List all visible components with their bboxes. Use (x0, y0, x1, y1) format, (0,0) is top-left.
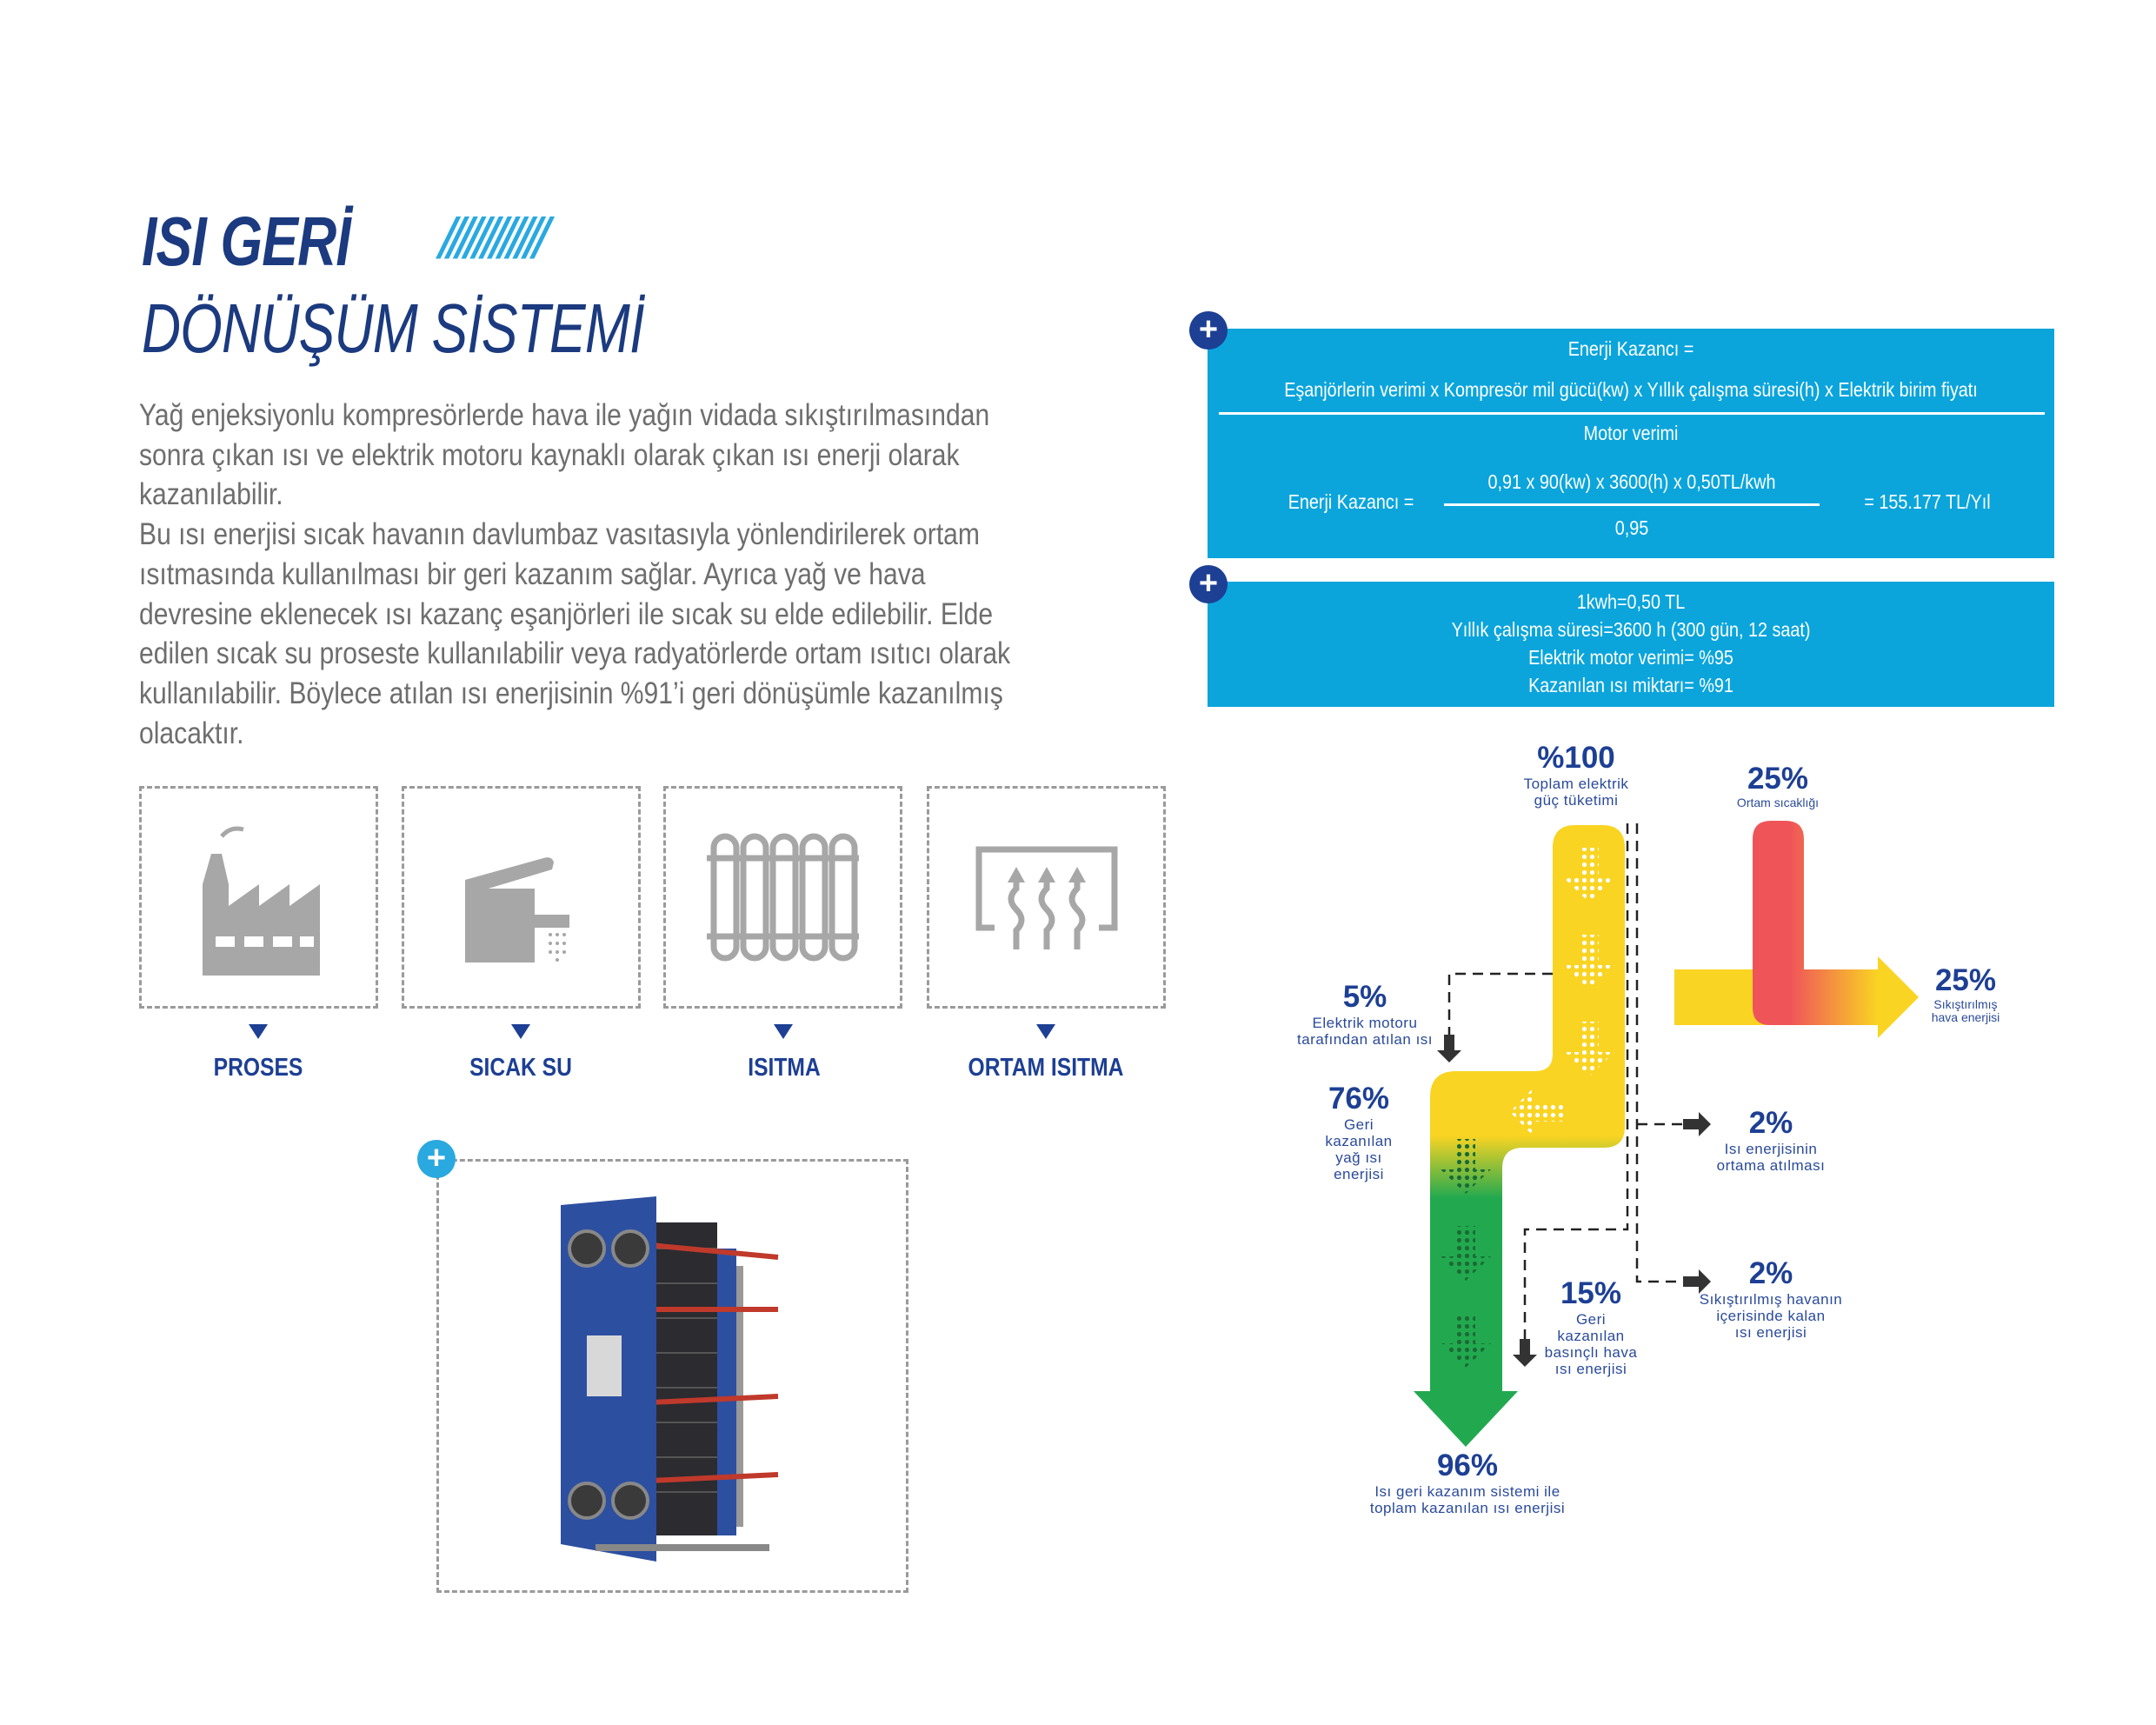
formula-denominator: Motor verimi (1583, 422, 1679, 444)
dotted-green-arrow-icon (1441, 1139, 1491, 1368)
label-line: Geri (1343, 1116, 1374, 1133)
small-dotted-arrow-icon (1437, 1035, 1711, 1367)
paragraph-line: kazanılabilir. (139, 477, 283, 512)
paragraph-line: devresine eklenecek ısı kazanç eşanjörle… (139, 596, 994, 631)
motor-loss-label: 5% Elektrik motoru tarafından atılan ısı (1297, 980, 1433, 1048)
label-sicak-su: SICAK SU (469, 1054, 572, 1082)
percent-value: 2% (1748, 1256, 1793, 1290)
application-proses (139, 786, 378, 1009)
label-line: Geri (1575, 1311, 1607, 1328)
assumption-line: Elektrik motor verimi= %95 (1528, 646, 1733, 669)
label-line: Elektrik motoru (1312, 1015, 1418, 1031)
application-sicak-su (402, 786, 641, 1009)
paragraph-line: sonra çıkan ısı ve elektrik motoru kayna… (139, 437, 960, 472)
formula-numerator: Eşanjörlerin verimi x Kompresör mil gücü… (1284, 378, 1978, 401)
label-isitma: ISITMA (748, 1054, 821, 1082)
dashed-flow-lines (1447, 823, 1683, 1339)
assumptions-box: 1kwh=0,50 TL Yıllık çalışma süresi=3600 … (1208, 582, 2054, 707)
radiator-icon (707, 833, 859, 962)
paragraph-line: Yağ enjeksiyonlu kompresörlerde hava ile… (139, 398, 990, 432)
label-line: enerjisi (1334, 1166, 1384, 1182)
label-line: içerisinde kalan (1716, 1308, 1826, 1324)
percent-value: 76% (1328, 1082, 1390, 1116)
description-paragraph: Yağ enjeksiyonlu kompresörlerde hava ile… (139, 396, 1152, 753)
residual-energy-label: 2% Sıkıştırılmış havanın içerisinde kala… (1700, 1256, 1843, 1341)
ambient-temperature-label: 25% Ortam sıcaklığı (1737, 762, 1819, 809)
total-consumption-label: %100 Toplam elektrik güç tüketimi (1524, 741, 1629, 809)
title-line-2: DÖNÜŞÜM SİSTEMİ (142, 290, 644, 367)
paragraph-line: edilen sıcak su proseste kullanılabilir … (139, 636, 1011, 671)
triangle-down-icon (774, 1024, 793, 1039)
main-flow-arrow (1414, 825, 1625, 1447)
calc-denominator: 0,95 (1614, 516, 1649, 539)
calc-result: = 155.177 TL/Yıl (1864, 490, 1991, 513)
heating-icon (975, 846, 1117, 949)
triangle-down-icon (1036, 1024, 1055, 1039)
triangle-down-icon (249, 1024, 268, 1039)
decorative-stripes: //////////// (439, 206, 549, 270)
percent-value: 96% (1436, 1449, 1499, 1482)
percent-value: 5% (1342, 980, 1387, 1014)
paragraph-line: olacaktır. (139, 716, 244, 750)
application-isitma (663, 786, 902, 1009)
label-line: kazanılan (1557, 1328, 1625, 1344)
label-proses: PROSES (213, 1054, 303, 1082)
label-line: tarafından atılan ısı (1296, 1031, 1434, 1048)
label-line: toplam kazanılan ısı enerjisi (1369, 1500, 1566, 1516)
label-line: Sıkıştırılmış havanın (1699, 1291, 1843, 1308)
factory-icon (202, 826, 320, 976)
ambient-loss-label: 2% Isı enerjisinin ortama atılması (1717, 1106, 1826, 1174)
compressed-air-energy-label: 25% Sıkıştırılmış hava enerjisi (1932, 963, 2000, 1024)
percent-value: 2% (1748, 1106, 1793, 1140)
expand-image-plus-button[interactable]: + (417, 1140, 456, 1178)
percent-value: 25% (1747, 762, 1809, 796)
label-line: Isı geri kazanım sistemi ile (1374, 1483, 1560, 1500)
label-line: hava enerjisi (1931, 1010, 2000, 1024)
label-ortam-isitma: ORTAM ISITMA (968, 1054, 1124, 1082)
calc-fraction-line (1444, 503, 1820, 506)
expand-formula-plus-button[interactable]: + (1189, 311, 1228, 350)
formula-box: Enerji Kazancı = Eşanjörlerin verimi x K… (1208, 329, 2054, 558)
label-line: güç tüketimi (1534, 792, 1619, 809)
application-ortam-isitma (927, 786, 1166, 1009)
paragraph-line: kullanılabilir. Böylece atılan ısı enerj… (139, 676, 1003, 710)
heat-exchanger-image-frame (436, 1159, 908, 1593)
assumption-line: Yıllık çalışma süresi=3600 h (300 gün, 1… (1451, 618, 1811, 641)
paragraph-line: ısıtmasında kullanılması bir geri kazanı… (139, 556, 926, 591)
triangle-down-icon (511, 1024, 530, 1039)
percent-value: 25% (1934, 963, 1997, 997)
oil-recovered-label: 76% Geri kazanılan yağ ısı enerjisi (1325, 1082, 1392, 1182)
label-line: yağ ısı (1335, 1149, 1382, 1166)
fraction-line (1219, 412, 2045, 415)
assumption-line: Kazanılan ısı miktarı= %91 (1528, 674, 1733, 696)
calc-numerator: 0,91 x 90(kw) x 3600(h) x 0,50TL/kwh (1487, 470, 1776, 493)
air-recovered-label: 15% Geri kazanılan basınçlı hava ısı ene… (1545, 1276, 1638, 1377)
label-line: ısı enerjisi (1554, 1361, 1627, 1377)
label-line: basınçlı hava (1544, 1344, 1638, 1361)
paragraph-line: Bu ısı enerjisi sıcak havanın davlumbaz … (139, 517, 981, 552)
heat-exchanger-image (561, 1196, 779, 1562)
ambient-temperature-bar (1753, 821, 1878, 1025)
title-line-1: ISI GERİ (142, 203, 351, 280)
label-line: Isı enerjisinin (1724, 1141, 1818, 1157)
assumption-line: 1kwh=0,50 TL (1576, 590, 1686, 613)
dotted-down-arrow-icon (1564, 848, 1614, 1076)
faucet-icon (464, 857, 569, 962)
label-line: ortama atılması (1716, 1157, 1826, 1174)
label-line: Sıkıştırılmış (1933, 997, 1998, 1011)
label-line: kazanılan (1325, 1133, 1393, 1149)
dotted-left-arrow-icon (1510, 1087, 1565, 1137)
percent-value: %100 (1537, 741, 1615, 775)
total-recovered-label: 96% Isı geri kazanım sistemi ile toplam … (1370, 1449, 1565, 1516)
expand-assumptions-plus-button[interactable]: + (1189, 565, 1228, 603)
percent-value: 15% (1560, 1276, 1622, 1310)
label-line: ısı enerjisi (1734, 1324, 1807, 1341)
label-line: Toplam elektrik (1523, 776, 1629, 792)
formula-heading: Enerji Kazancı = (1567, 337, 1694, 360)
calc-label: Enerji Kazancı = (1288, 490, 1414, 513)
label-line: Ortam sıcaklığı (1736, 796, 1820, 809)
